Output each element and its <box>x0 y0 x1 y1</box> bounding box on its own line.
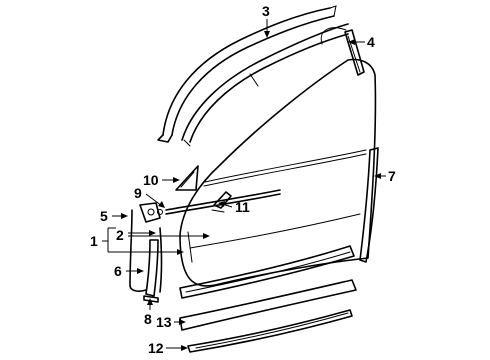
front-pillar-seal <box>143 227 163 303</box>
upper-frame-moulding <box>157 5 337 143</box>
callout-9: 9 <box>134 185 142 201</box>
callout-13: 13 <box>156 314 172 330</box>
callout-3: 3 <box>262 3 270 19</box>
callout-10: 10 <box>143 172 159 188</box>
inner-bracket <box>211 191 232 213</box>
glass-run-channel <box>181 23 349 147</box>
callout-12: 12 <box>148 340 164 356</box>
callout-7: 7 <box>388 168 396 184</box>
lower-moulding-13 <box>179 279 357 331</box>
leader-lines <box>102 19 386 351</box>
callout-11: 11 <box>235 199 250 215</box>
rear-edge-strip <box>359 147 379 263</box>
callout-4: 4 <box>367 34 375 50</box>
callout-5: 5 <box>100 208 108 224</box>
callout-8: 8 <box>144 311 152 327</box>
sill-strip-12 <box>187 309 353 353</box>
door-shell <box>179 58 377 287</box>
callout-1: 1 <box>90 233 98 249</box>
callout-6: 6 <box>114 263 122 279</box>
callout-labels: 3 4 7 10 9 11 5 2 1 6 8 13 12 <box>90 3 396 356</box>
mirror-patch <box>175 165 199 191</box>
door-side-moulding <box>179 245 355 299</box>
door-hinge <box>129 202 163 292</box>
callout-2: 2 <box>116 227 124 243</box>
